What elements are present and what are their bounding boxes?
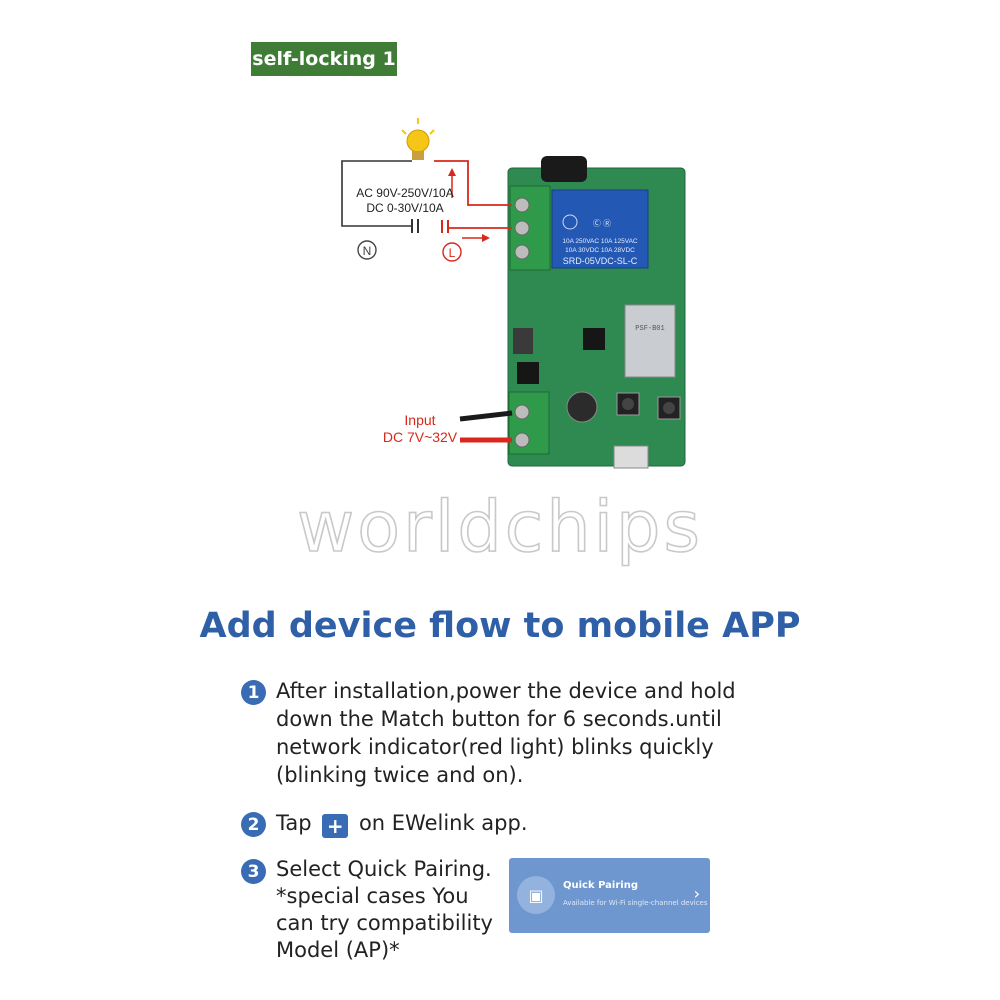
relay-spec-1: 10A 250VAC 10A 125VAC — [562, 238, 638, 245]
chevron-right-icon: › — [693, 884, 700, 903]
step-number: 1 — [241, 680, 266, 705]
quick-pairing-title: Quick Pairing — [563, 880, 638, 891]
relay-spec-2: 10A 30VDC 10A 28VDC — [565, 247, 635, 254]
usb-port — [613, 445, 649, 469]
load-rating: AC 90V-250V/10A DC 0-30V/10A — [350, 186, 460, 216]
inductor — [513, 328, 533, 354]
ic-chip — [517, 362, 539, 384]
step-3-line: can try compatibility — [276, 911, 493, 935]
input-voltage: DC 7V~32V — [382, 429, 458, 445]
neutral-icon — [357, 240, 377, 260]
relay-mark: Ⓒ Ⓡ — [593, 219, 611, 228]
ic-chip — [583, 328, 605, 350]
light-bulb-icon — [401, 118, 435, 160]
step-3-line: Model (AP)* — [276, 938, 400, 962]
quick-pairing-card[interactable]: ▣ Quick Pairing Available for Wi-Fi sing… — [509, 858, 710, 933]
step-number: 2 — [241, 812, 266, 837]
step-3: 3 Select Quick Pairing. *special cases Y… — [241, 856, 493, 964]
step-number: 3 — [241, 859, 266, 884]
step-2: 2 Tap + on EWelink app. — [241, 809, 528, 838]
relay — [551, 189, 649, 269]
input-wire-black — [459, 410, 513, 422]
step-1-line: After installation,power the device and … — [276, 679, 736, 703]
step-1-line: network indicator(red light) blinks quic… — [276, 735, 714, 759]
step-2-text-after: on EWelink app. — [358, 811, 528, 835]
live-label: L — [449, 246, 456, 260]
step-1: 1 After installation,power the device an… — [241, 677, 736, 789]
input-terminal — [508, 391, 550, 455]
rating-ac: AC 90V-250V/10A — [356, 186, 454, 200]
step-3-line: *special cases You — [276, 884, 469, 908]
antenna-coil — [541, 156, 587, 182]
quick-pairing-subtitle: Available for Wi-Fi single-channel devic… — [563, 899, 708, 907]
page-title: Add device flow to mobile APP — [199, 606, 801, 646]
wifi-module — [624, 304, 676, 378]
wiring-diagram: Ⓒ Ⓡ 10A 250VAC 10A 125VAC 10A 30VDC 10A … — [341, 118, 686, 469]
capacitor — [566, 391, 598, 423]
step-3-line: Select Quick Pairing. — [276, 857, 492, 881]
step-1-line: (blinking twice and on). — [276, 763, 524, 787]
circuit-wire-red — [434, 160, 512, 206]
rating-dc: DC 0-30V/10A — [366, 201, 444, 215]
plus-icon: + — [322, 814, 349, 838]
svg-text:PSF-B01: PSF-B01 — [635, 325, 664, 333]
watermark: worldchips — [296, 485, 703, 569]
section-badge: self-locking 1 — [251, 42, 397, 76]
input-title: Input — [404, 412, 436, 428]
relay-model: SRD-05VDC-SL-C — [563, 256, 638, 266]
step-2-text-before: Tap — [276, 811, 312, 835]
input-label: Input DC 7V~32V — [360, 412, 480, 446]
live-icon — [442, 242, 462, 262]
quick-pairing-icon: ▣ — [517, 876, 555, 914]
neutral-label: N — [363, 244, 372, 258]
circuit-wire-dark — [341, 160, 412, 227]
step-1-line: down the Match button for 6 seconds.unti… — [276, 707, 722, 731]
